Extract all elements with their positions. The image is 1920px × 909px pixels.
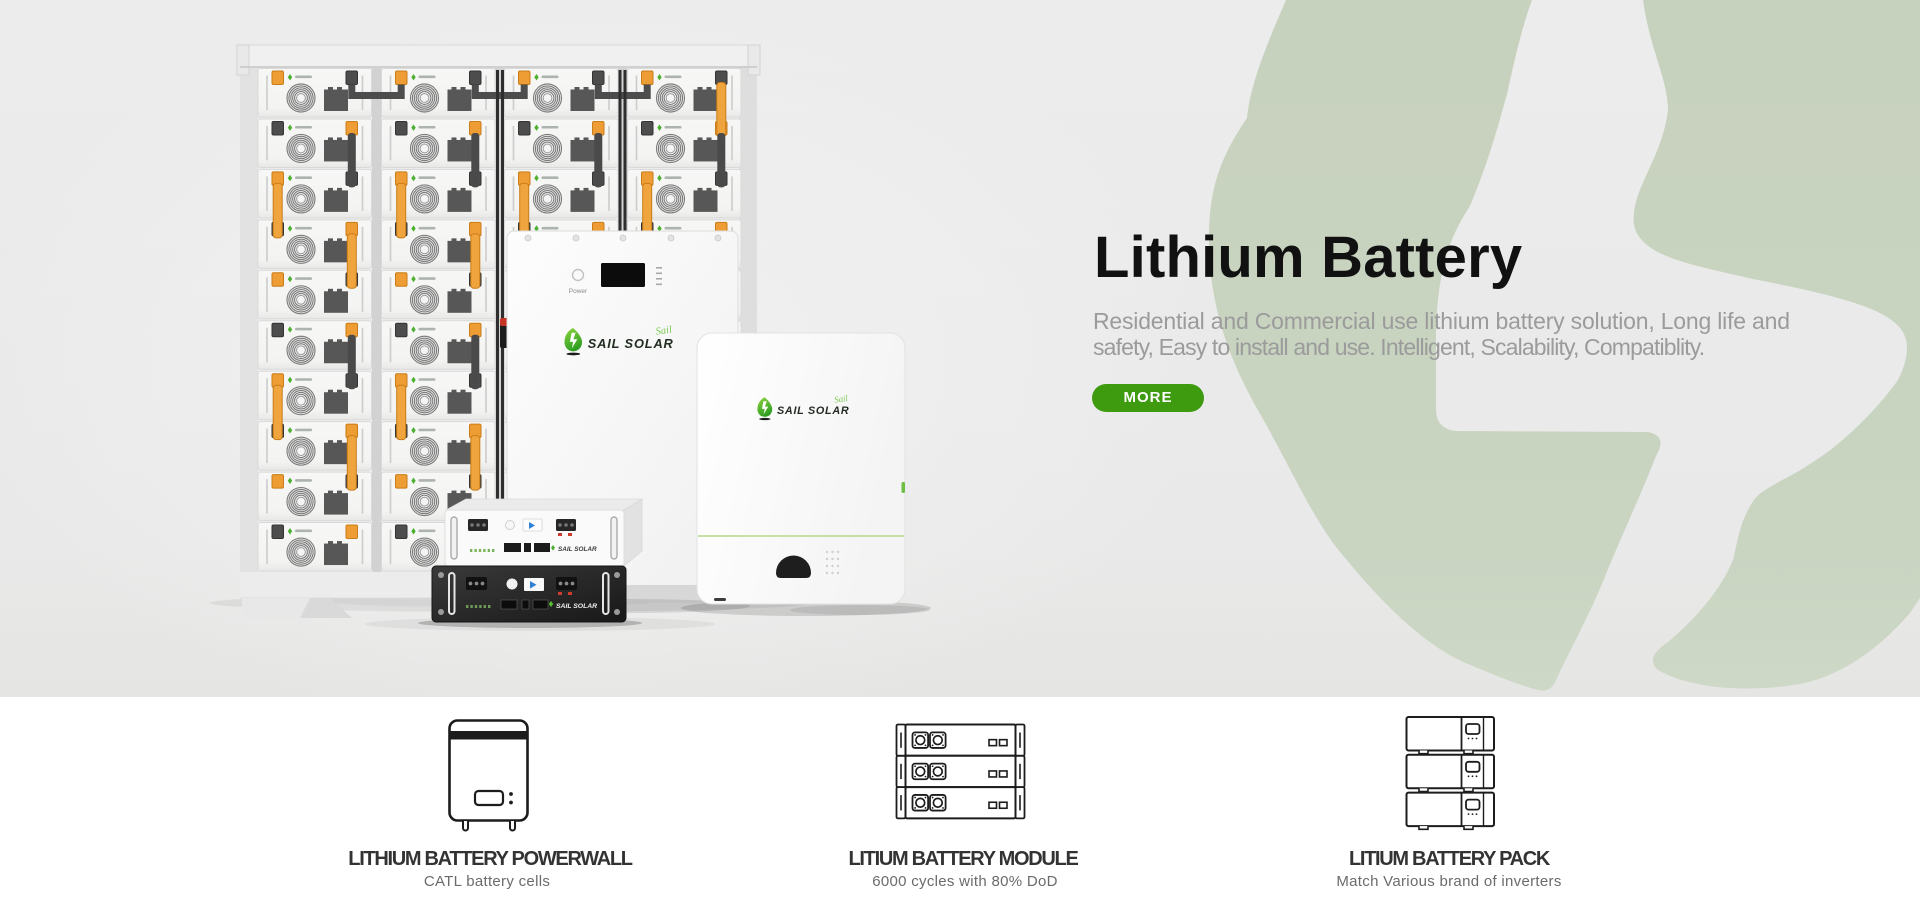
svg-text:SAIL SOLAR: SAIL SOLAR <box>777 405 849 417</box>
svg-text:SAIL SOLAR: SAIL SOLAR <box>558 546 597 553</box>
svg-text:Power: Power <box>569 288 588 295</box>
svg-text:Sail: Sail <box>833 393 848 405</box>
svg-text:SAIL SOLAR: SAIL SOLAR <box>588 336 674 351</box>
svg-text:Sail: Sail <box>655 325 673 338</box>
svg-text:SAIL SOLAR: SAIL SOLAR <box>556 603 597 610</box>
